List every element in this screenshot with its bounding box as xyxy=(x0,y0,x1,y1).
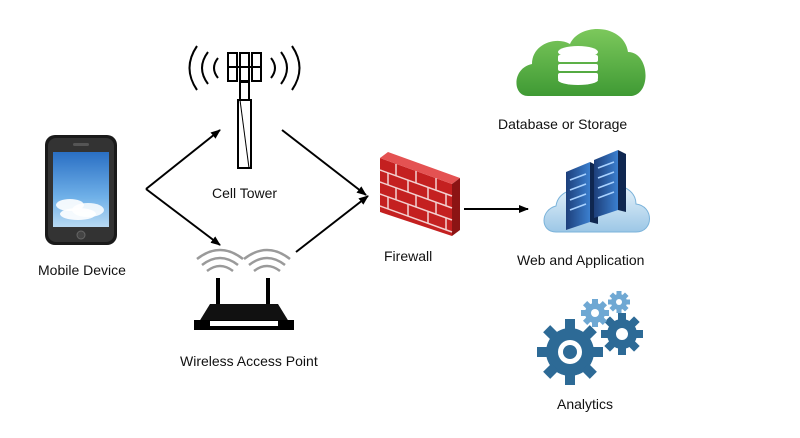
brick-wall-icon xyxy=(379,152,460,236)
arrow-mobile-to-tower xyxy=(145,129,221,190)
analytics-label: Analytics xyxy=(557,396,614,412)
firewall-label: Firewall xyxy=(384,248,433,264)
arrow-access-point-to-firewall xyxy=(295,195,369,253)
gears-icon xyxy=(537,291,643,385)
mobile-device-label: Mobile Device xyxy=(38,262,126,278)
cloud-database-icon xyxy=(516,29,646,96)
cell-tower-label: Cell Tower xyxy=(212,185,278,201)
server-cloud-icon xyxy=(543,150,650,233)
wireless-access-point-label: Wireless Access Point xyxy=(180,353,318,369)
smartphone-icon xyxy=(45,135,117,245)
cell-tower-icon xyxy=(188,45,301,169)
arrow-mobile-to-access-point xyxy=(145,188,221,246)
database-storage-label: Database or Storage xyxy=(498,116,628,132)
connection-arrows xyxy=(145,129,529,253)
web-application-label: Web and Application xyxy=(517,252,645,268)
arrow-tower-to-firewall xyxy=(281,129,367,196)
wifi-router-icon xyxy=(194,248,294,330)
